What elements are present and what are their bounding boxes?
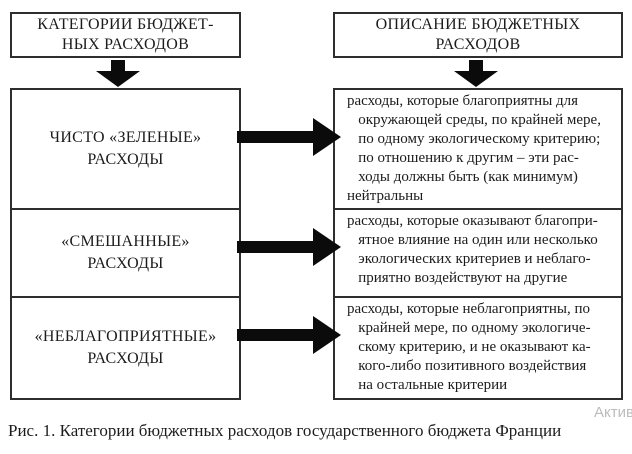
- right-column-header-box: ОПИСАНИЕ БЮДЖЕТНЫХ РАСХОДОВ: [333, 12, 623, 58]
- category-label-green: ЧИСТО «ЗЕЛЕНЫЕ» РАСХОДЫ: [49, 129, 202, 168]
- description-box-mixed: расходы, которые оказывают благопри- ятн…: [335, 208, 621, 296]
- down-arrow-icon: [96, 60, 140, 87]
- description-text-unfavorable: расходы, которые неблагоприятны, по край…: [347, 301, 591, 393]
- description-text-mixed: расходы, которые оказывают благопри- ятн…: [347, 213, 598, 286]
- category-box-green: ЧИСТО «ЗЕЛЕНЫЕ» РАСХОДЫ: [12, 90, 239, 208]
- description-text-green: расходы, которые благоприятны для окружа…: [347, 93, 601, 204]
- right-arrow-icon: [237, 228, 341, 266]
- category-label-unfavorable: «НЕБЛАГОПРИЯТНЫЕ» РАСХОДЫ: [34, 328, 217, 367]
- description-box-green: расходы, которые благоприятны для окружа…: [335, 90, 621, 208]
- right-arrow-icon: [237, 316, 341, 354]
- figure-caption: Рис. 1. Категории бюджетных расходов гос…: [8, 421, 562, 440]
- right-arrow-icon: [237, 118, 341, 156]
- watermark-text: Актив: [594, 404, 632, 421]
- category-label-mixed: «СМЕШАННЫЕ» РАСХОДЫ: [61, 233, 190, 272]
- category-box-mixed: «СМЕШАННЫЕ» РАСХОДЫ: [12, 208, 239, 296]
- categories-column: ЧИСТО «ЗЕЛЕНЫЕ» РАСХОДЫ «СМЕШАННЫЕ» РАСХ…: [10, 88, 241, 400]
- description-box-unfavorable: расходы, которые неблагоприятны, по край…: [335, 296, 621, 398]
- left-column-header-label: КАТЕГОРИИ БЮДЖЕТ- НЫХ РАСХОДОВ: [37, 16, 214, 53]
- down-arrow-icon: [454, 60, 498, 87]
- left-column-header-box: КАТЕГОРИИ БЮДЖЕТ- НЫХ РАСХОДОВ: [10, 12, 241, 58]
- category-box-unfavorable: «НЕБЛАГОПРИЯТНЫЕ» РАСХОДЫ: [12, 296, 239, 398]
- right-column-header-label: ОПИСАНИЕ БЮДЖЕТНЫХ РАСХОДОВ: [375, 16, 581, 53]
- descriptions-column: расходы, которые благоприятны для окружа…: [333, 88, 623, 400]
